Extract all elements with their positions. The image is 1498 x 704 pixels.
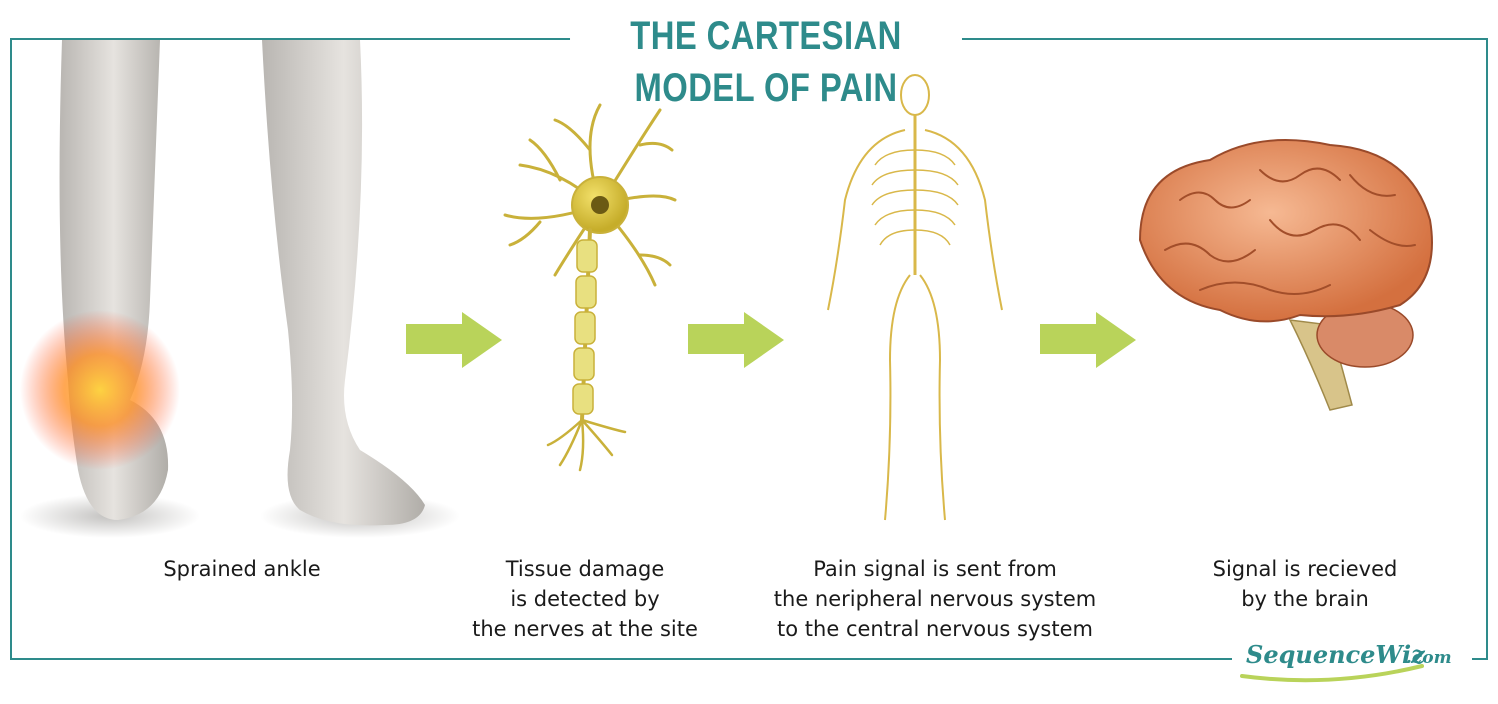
myelin-sheath	[572, 239, 598, 415]
neuron-illustration	[503, 103, 677, 472]
brain-illustration	[1138, 139, 1433, 411]
sequencewiz-logo: SequenceWiz .com	[1232, 636, 1472, 686]
nervous-system-illustration	[827, 74, 1003, 521]
arrow-2-icon	[688, 312, 784, 368]
logo-swoosh-icon	[1240, 664, 1424, 683]
diagram-title: THE CARTESIAN MODEL OF PAIN	[570, 10, 962, 110]
axon-terminals	[546, 418, 627, 472]
arrow-3-icon	[1040, 312, 1136, 368]
step-1-caption: Sprained ankle	[163, 557, 321, 581]
right-leg	[262, 40, 425, 526]
right-leg-nerve	[919, 274, 946, 521]
pain-glow	[20, 310, 180, 470]
rib-nerves	[871, 149, 959, 246]
left-leg-nerve	[884, 274, 911, 521]
step-2-caption: Tissue damage is detected by the nerves …	[472, 557, 698, 641]
right-arm-nerve	[924, 129, 1003, 311]
logo-name: SequenceWiz	[1246, 640, 1425, 669]
brain-folds	[1164, 167, 1416, 295]
left-arm-nerve	[827, 129, 906, 311]
step-3-caption: Pain signal is sent from the neripheral …	[773, 557, 1097, 641]
arrow-1-icon	[406, 312, 502, 368]
step-4-caption: Signal is recieved by the brain	[1212, 557, 1398, 611]
logo-domain: .com	[1406, 648, 1452, 668]
head-outline	[900, 74, 930, 116]
legs-illustration	[20, 40, 460, 538]
neuron-nucleus	[591, 196, 609, 214]
